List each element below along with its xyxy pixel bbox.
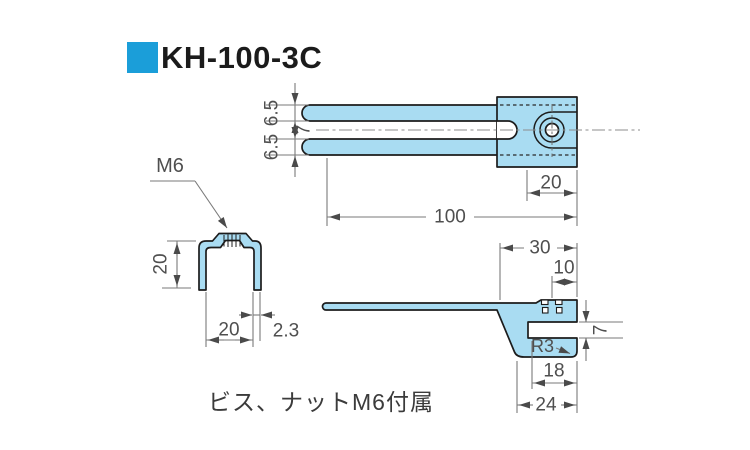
part-top-prong [301, 104, 501, 122]
dim-head-length: 30 [529, 238, 550, 259]
dim-corner-radius: R3 [531, 336, 554, 356]
leader-arrow [194, 180, 228, 229]
dim-block-width: 20 [540, 173, 561, 194]
side-view: 6.5 7 6.5 20 100 [262, 83, 640, 228]
part-channel-section [198, 232, 262, 291]
screw-notch [540, 299, 549, 306]
part-bottom-prong [301, 138, 501, 156]
dim-leg-height: 20 [151, 253, 172, 274]
screw-hole [555, 306, 563, 314]
dim-prong-gap: 7 [294, 125, 315, 136]
profile-view: 30 10 7 R3 18 [321, 238, 623, 416]
dim-wall-thickness: 2.3 [273, 321, 299, 342]
section-view: M6 20 20 2.3 [150, 155, 299, 347]
product-title-row: KH-100-3C [127, 42, 322, 73]
title-accent-square [127, 42, 158, 73]
dim-prong-bottom-thickness: 6.5 [262, 134, 283, 160]
screw-notch [554, 299, 563, 306]
product-code: KH-100-3C [161, 40, 323, 75]
part-profile-body [321, 299, 578, 358]
dim-slot-height: 7 [591, 325, 612, 336]
dim-inner-width: 20 [218, 320, 239, 341]
included-parts-note: ビス、ナットM6付属 [208, 389, 434, 415]
dim-prong-top-thickness: 6.5 [262, 100, 283, 126]
dim-head-depth: 24 [535, 395, 557, 416]
dim-slot-depth: 18 [543, 361, 564, 382]
dim-overall-length: 100 [434, 207, 466, 228]
leader-arrow [555, 346, 571, 355]
thread-label: M6 [156, 155, 184, 177]
screw-hole [541, 306, 549, 314]
dim-hole-offset: 10 [553, 258, 574, 279]
